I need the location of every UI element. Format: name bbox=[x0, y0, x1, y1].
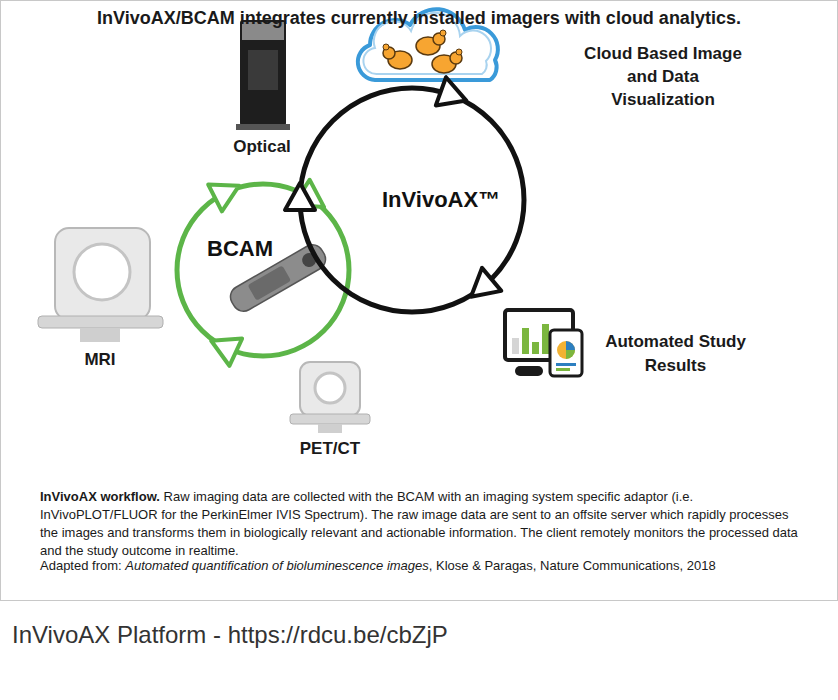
platform-link: InVivoAX Platform - https://rdcu.be/cbZj… bbox=[12, 620, 826, 650]
panel-border bbox=[1, 1, 838, 601]
results-caption: Automated Study Results bbox=[588, 330, 763, 378]
results-monitor-icon bbox=[505, 310, 582, 376]
optical-imager-icon bbox=[236, 20, 290, 130]
cycle-arrowhead bbox=[436, 77, 467, 105]
mouse-icon-part bbox=[440, 30, 446, 36]
results-monitor-icon-part bbox=[512, 338, 519, 354]
petct-scanner-icon bbox=[290, 362, 370, 433]
results-monitor-icon-part bbox=[566, 341, 575, 350]
cycle-arrowhead bbox=[211, 339, 242, 366]
text-block: InVivoAX workflow.Raw imaging data are c… bbox=[40, 488, 800, 560]
source-note: , Klose & Paragas, Nature Communications… bbox=[429, 558, 716, 573]
results-monitor-icon-part bbox=[556, 368, 570, 371]
optical-imager-icon-part bbox=[248, 50, 278, 90]
imager-label: MRI bbox=[50, 350, 150, 370]
imager-label: Optical bbox=[212, 137, 312, 157]
caption-heading: InVivoAX workflow. bbox=[40, 489, 160, 504]
optical-imager-icon-part bbox=[240, 20, 286, 126]
label-slot: InVivoAX Platform - https://rdcu.be/cbZj… bbox=[12, 620, 826, 650]
mri-scanner-icon-part bbox=[55, 228, 150, 320]
mouse-icon bbox=[416, 30, 446, 55]
petct-scanner-icon-part bbox=[290, 414, 370, 424]
petct-scanner-icon-part bbox=[300, 362, 360, 416]
petct-scanner-icon-part bbox=[318, 424, 342, 433]
label-slot: PET/CT bbox=[280, 439, 380, 459]
petct-scanner-icon-part bbox=[315, 373, 345, 403]
source-note: Adapted from: bbox=[40, 558, 122, 573]
cycle-circle-ring bbox=[300, 88, 524, 312]
cycle-arrowhead bbox=[471, 268, 501, 297]
results-monitor-icon-part bbox=[566, 350, 575, 359]
mouse-icon bbox=[383, 44, 412, 69]
node-label: BCAM bbox=[207, 236, 273, 261]
label-slot: Automated Study Results bbox=[588, 330, 763, 378]
mouse-icon-part bbox=[456, 49, 462, 55]
results-monitor-icon-part bbox=[522, 328, 529, 354]
title-slot: InVivoAX/BCAM integrates currently insta… bbox=[0, 8, 838, 29]
cycle-arrowhead bbox=[208, 185, 239, 212]
title-text: InVivoAX/BCAM integrates currently insta… bbox=[97, 8, 741, 29]
mri-scanner-icon-part bbox=[74, 244, 130, 300]
results-monitor-icon-part bbox=[515, 366, 543, 376]
results-monitor-icon-part bbox=[542, 324, 549, 354]
mri-scanner-icon-part bbox=[80, 328, 120, 342]
mouse-icon bbox=[432, 49, 462, 73]
results-monitor-icon-part bbox=[557, 341, 575, 359]
cloud-caption: Cloud Based Image and Data Visualization bbox=[578, 42, 748, 111]
mri-scanner-icon-part bbox=[38, 316, 163, 328]
results-monitor-icon-part bbox=[556, 363, 576, 366]
cycle-arrowhead bbox=[285, 183, 315, 210]
label-slot: Cloud Based Image and Data Visualization bbox=[578, 42, 748, 111]
bcam-device-icon-part bbox=[248, 265, 292, 301]
mouse-icon-part bbox=[383, 44, 389, 50]
text-block: Adapted from:Automated quantification of… bbox=[40, 557, 800, 575]
imager-label: PET/CT bbox=[280, 439, 380, 459]
optical-imager-icon-part bbox=[236, 124, 290, 130]
source-title: Automated quantification of bioluminesce… bbox=[125, 558, 429, 573]
results-monitor-icon-part bbox=[532, 342, 539, 354]
node-label: InVivoAX™ bbox=[382, 187, 500, 212]
results-monitor-icon-part bbox=[550, 330, 582, 376]
cycle-circle-node: InVivoAX™ bbox=[300, 88, 524, 312]
mri-scanner-icon bbox=[38, 228, 163, 342]
label-slot: MRI bbox=[50, 350, 150, 370]
label-slot: Optical bbox=[212, 137, 312, 157]
